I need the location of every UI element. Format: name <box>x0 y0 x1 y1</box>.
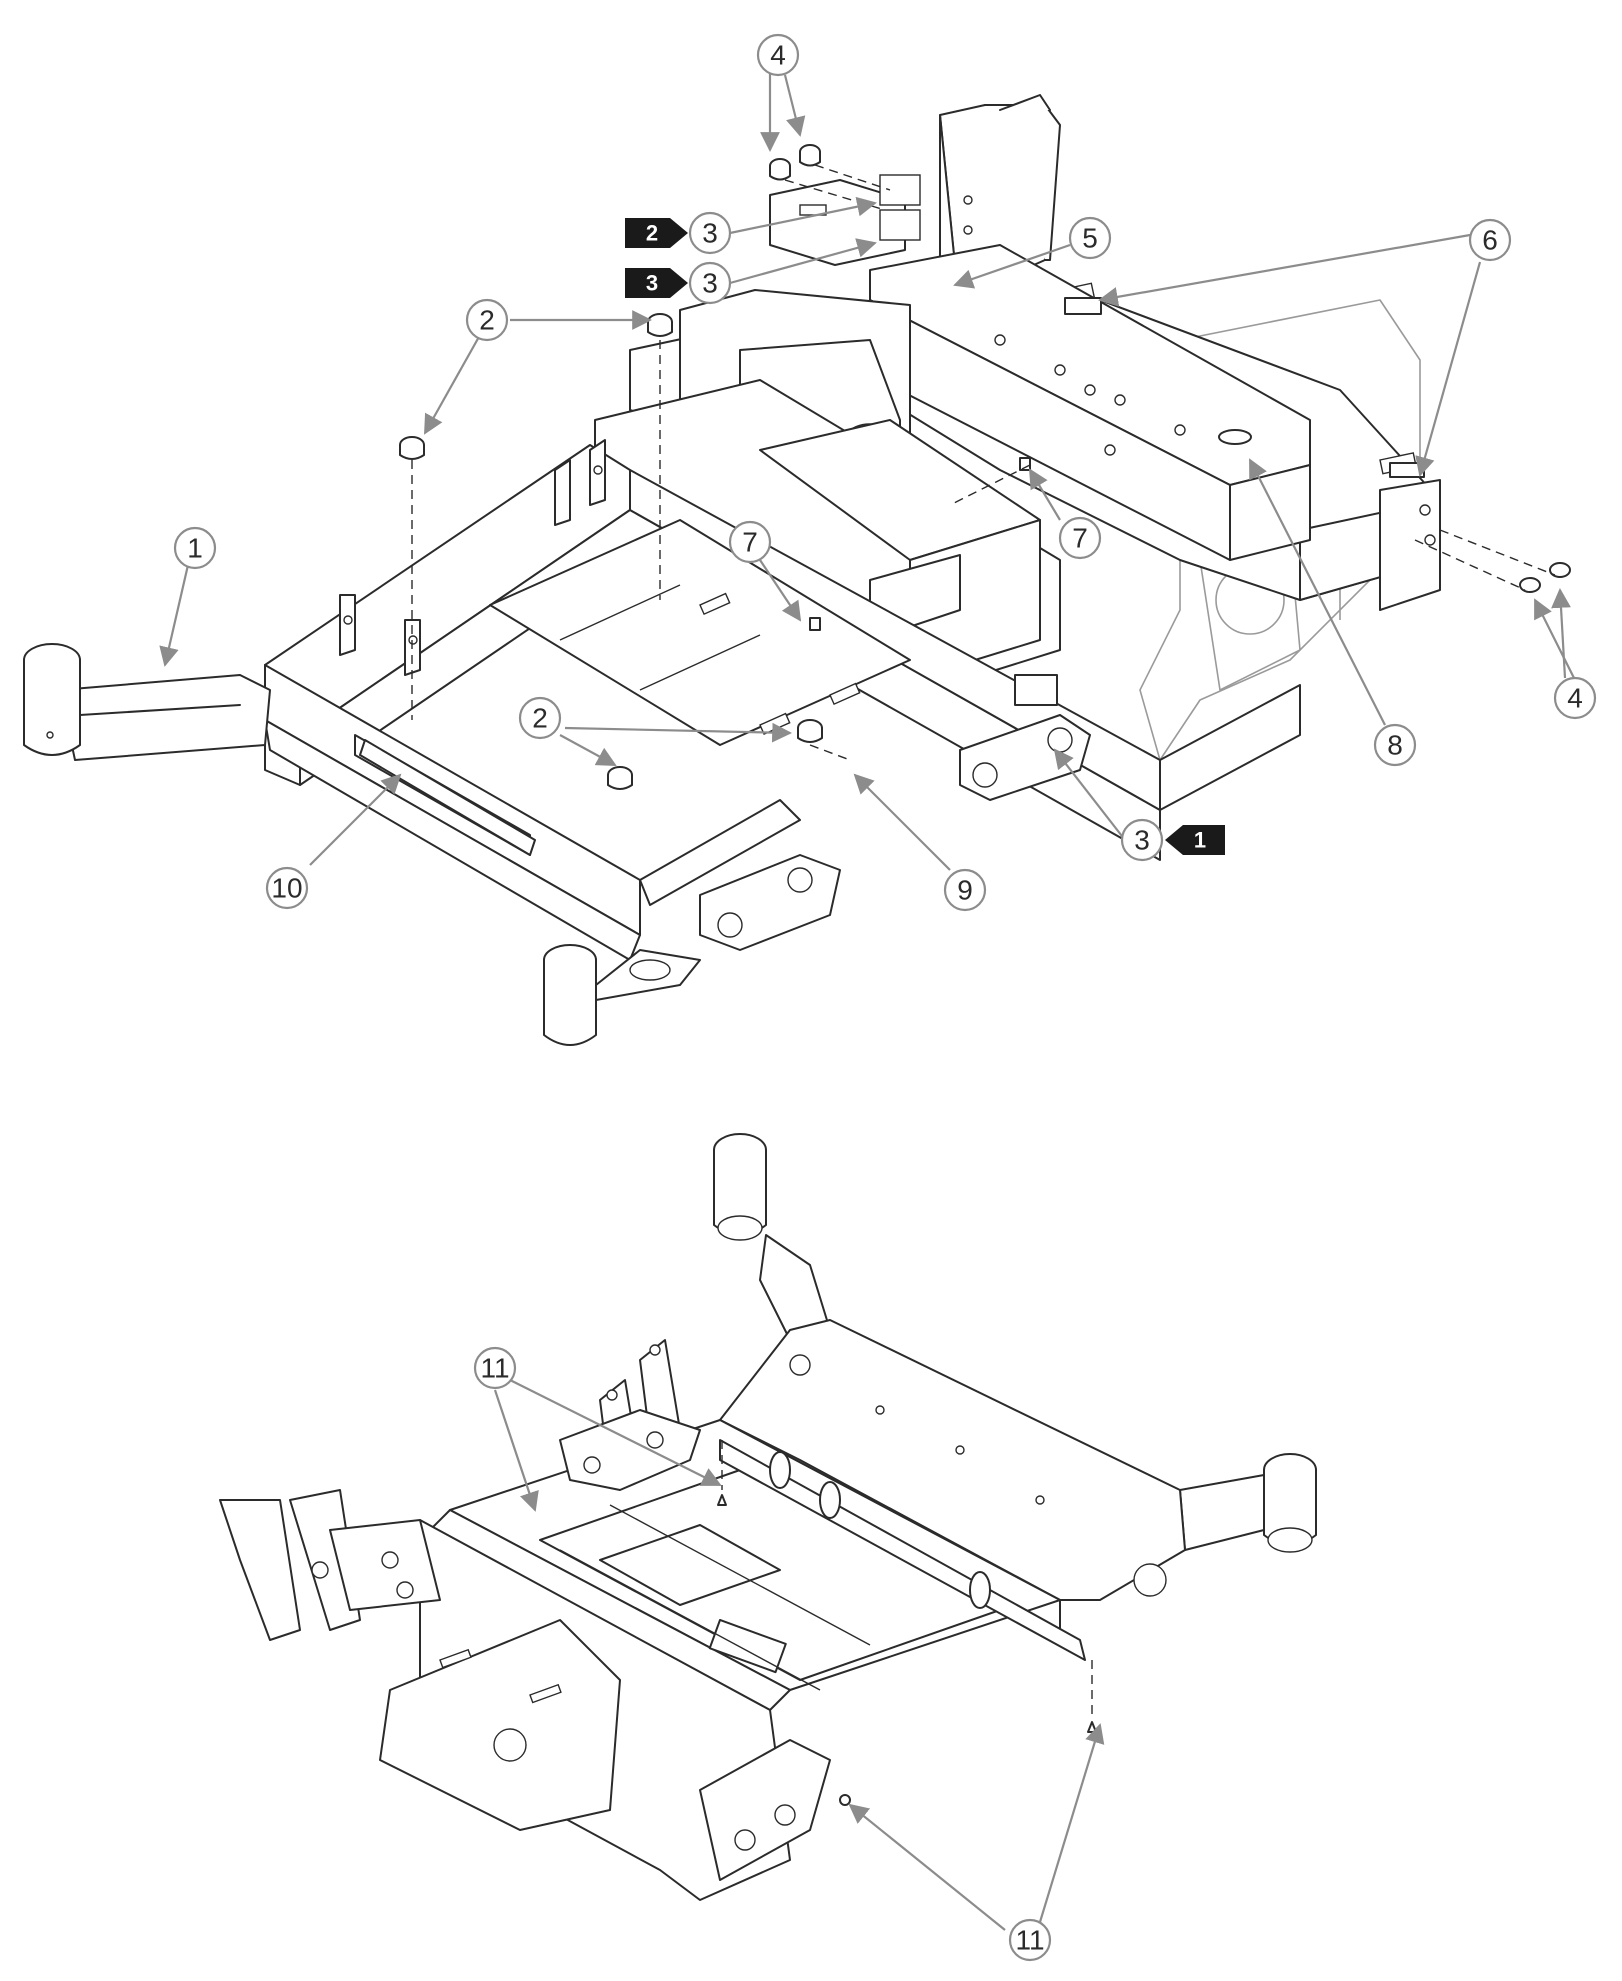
callout-3-upper-label: 3 <box>702 218 718 249</box>
callout-11-bottom: 11 <box>1008 1918 1052 1962</box>
reference-tag-1: 1 <box>1165 825 1225 855</box>
callout-3-lower: 3 <box>1120 818 1164 862</box>
lower-linkages <box>699 714 1091 951</box>
reference-tag-3: 3 <box>625 268 688 298</box>
under-view-tube <box>713 1133 831 1341</box>
reference-tag-1-label: 1 <box>1194 828 1206 853</box>
callout-6-label: 6 <box>1482 225 1498 256</box>
callout-7-left: 7 <box>728 520 772 564</box>
callout-2-bottom-label: 2 <box>532 703 548 734</box>
under-view-axles <box>719 1439 1086 1661</box>
under-view-install-lines <box>721 1440 1093 1720</box>
callout-4-right: 4 <box>1553 676 1597 720</box>
upright-tower <box>939 94 1061 381</box>
seat-tray <box>594 379 1061 701</box>
front-tube <box>543 944 701 1046</box>
callout-1: 1 <box>173 526 217 570</box>
callout-7-right-label: 7 <box>1072 523 1088 554</box>
decals <box>359 297 1425 856</box>
callout-9: 9 <box>943 868 987 912</box>
under-view-lower-plate <box>379 1619 621 1831</box>
callout-2-bottom: 2 <box>518 696 562 740</box>
under-view-linkage-arms <box>559 1339 701 1491</box>
callout-3-middle: 3 <box>688 261 732 305</box>
callout-3-middle-label: 3 <box>702 268 718 299</box>
callout-4-top: 4 <box>756 33 800 77</box>
callout-9-label: 9 <box>957 875 973 906</box>
reference-tag-2-label: 2 <box>646 221 658 246</box>
callout-7-left-label: 7 <box>742 527 758 558</box>
install-lines <box>411 164 1556 761</box>
reference-tags: 2 3 1 <box>625 218 1225 855</box>
callout-11-top: 11 <box>473 1346 517 1390</box>
reference-tag-3-label: 3 <box>646 271 658 296</box>
under-view-right-tube <box>1179 1453 1317 1553</box>
steering-tube-arm <box>23 643 271 761</box>
callout-5: 5 <box>1068 216 1112 260</box>
callout-1-label: 1 <box>187 533 203 564</box>
callout-2-top: 2 <box>465 298 509 342</box>
floor-plate <box>489 519 911 746</box>
reference-tag-2: 2 <box>625 218 688 248</box>
leader-lines <box>159 73 1576 1931</box>
callout-2-top-label: 2 <box>479 305 495 336</box>
frame-top-view <box>23 94 1571 1046</box>
callout-4-top-label: 4 <box>770 40 786 71</box>
frame-bottom-view <box>219 1133 1317 1901</box>
callout-7-right: 7 <box>1058 516 1102 560</box>
callout-3-upper: 3 <box>688 211 732 255</box>
callout-3-lower-label: 3 <box>1134 825 1150 856</box>
under-view-left-brackets <box>219 1489 441 1641</box>
callout-8-label: 8 <box>1387 730 1403 761</box>
left-mount-tabs <box>339 439 606 676</box>
callout-10: 10 <box>265 866 309 910</box>
hardware <box>399 144 1571 790</box>
callout-10-label: 10 <box>271 873 302 904</box>
callout-6: 6 <box>1468 218 1512 262</box>
callouts: 1 2 2 3 3 3 4 4 <box>173 33 1597 1962</box>
callout-11-top-label: 11 <box>480 1353 509 1384</box>
callout-5-label: 5 <box>1082 223 1098 254</box>
callout-11-bottom-label: 11 <box>1015 1925 1044 1956</box>
callout-4-right-label: 4 <box>1567 683 1583 714</box>
callout-8: 8 <box>1373 723 1417 767</box>
